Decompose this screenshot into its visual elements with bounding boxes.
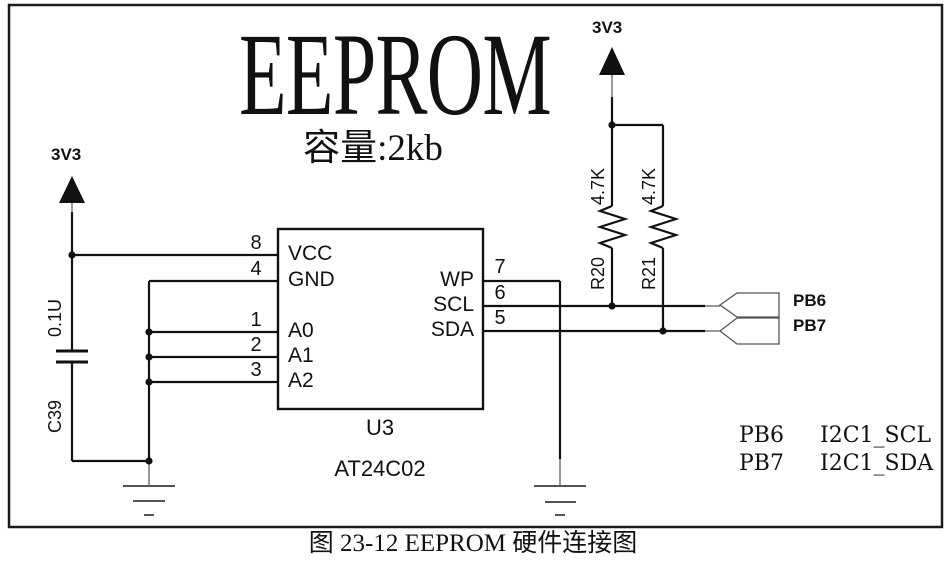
junction-dot bbox=[145, 457, 153, 465]
frame-border bbox=[7, 3, 944, 529]
wire-capacitor-branch bbox=[70, 212, 149, 463]
thin-stems bbox=[71, 75, 720, 485]
pin-number-7: 7 bbox=[494, 256, 506, 278]
chip-pin-label-wp: WP bbox=[440, 268, 474, 291]
power-label-left: 3V3 bbox=[51, 145, 82, 164]
pin-number-6: 6 bbox=[494, 282, 506, 304]
wire-gnd-bus bbox=[147, 279, 278, 460]
chip-pin-label-gnd: GND bbox=[288, 268, 335, 291]
wire-wp-to-ground bbox=[483, 279, 562, 459]
ground-right-icon bbox=[534, 485, 586, 516]
capacitor-value: 0.1U bbox=[45, 298, 65, 337]
signal-map-pin-pb6: PB6 bbox=[739, 423, 784, 448]
chip-pin-label-scl: SCL bbox=[433, 293, 474, 316]
chip-refdes: U3 bbox=[365, 415, 395, 440]
resistor-r20-icon bbox=[596, 204, 629, 250]
chip-pin-label-a0: A0 bbox=[288, 319, 314, 342]
power-label-right: 3V3 bbox=[592, 18, 623, 37]
chip-body bbox=[276, 227, 485, 411]
page-subtitle: 容量:2kb bbox=[303, 128, 443, 169]
pin-number-1: 1 bbox=[250, 309, 262, 331]
chip-pin-label-a2: A2 bbox=[288, 369, 314, 392]
ground-left-icon bbox=[123, 485, 175, 516]
pin-number-5: 5 bbox=[494, 307, 506, 329]
connector-label-pb7: PB7 bbox=[793, 316, 827, 335]
resistor-r21-refdes: R21 bbox=[639, 256, 659, 290]
junction-dot bbox=[68, 251, 76, 259]
signal-map-signal-scl: I2C1_SCL bbox=[820, 423, 932, 448]
connector-flag-pb6 bbox=[718, 292, 780, 318]
connector-label-pb6: PB6 bbox=[793, 291, 827, 310]
connector-flag-pb7 bbox=[718, 317, 780, 345]
signal-map-pin-pb7: PB7 bbox=[739, 451, 784, 476]
capacitor-icon bbox=[56, 349, 88, 364]
pin-number-3: 3 bbox=[250, 359, 262, 381]
page-title: EEPROM bbox=[239, 9, 552, 140]
pin-number-2: 2 bbox=[250, 334, 262, 356]
junction-dot bbox=[608, 121, 616, 129]
pin-number-4: 4 bbox=[250, 258, 262, 280]
power-arrow-left-icon bbox=[59, 176, 85, 203]
resistor-r20-refdes: R20 bbox=[588, 256, 608, 290]
chip-pin-label-a1: A1 bbox=[288, 344, 314, 367]
junction-dot bbox=[145, 353, 153, 361]
signal-map-signal-sda: I2C1_SDA bbox=[820, 451, 934, 476]
pin-number-8: 8 bbox=[250, 232, 262, 254]
wire-pullup-top bbox=[610, 97, 663, 127]
resistor-r21-icon bbox=[647, 204, 680, 250]
junction-dot bbox=[145, 328, 153, 336]
power-arrow-right-icon bbox=[599, 47, 625, 75]
chip-pin-label-vcc: VCC bbox=[288, 242, 333, 265]
junction-dot bbox=[659, 327, 667, 335]
chip-part-number: AT24C02 bbox=[334, 456, 426, 481]
junction-dots bbox=[68, 121, 667, 465]
capacitor-refdes: C39 bbox=[45, 399, 65, 433]
stem-connector-leads bbox=[705, 305, 720, 332]
resistor-r20-value: 4.7K bbox=[588, 167, 608, 205]
figure-caption: 图 23-12 EEPROM 硬件连接图 bbox=[308, 530, 638, 557]
resistor-r21-value: 4.7K bbox=[639, 167, 659, 205]
junction-dot bbox=[608, 302, 616, 310]
chip-pin-label-sda: SDA bbox=[430, 318, 474, 341]
wires bbox=[70, 97, 705, 463]
junction-dot bbox=[145, 378, 153, 386]
